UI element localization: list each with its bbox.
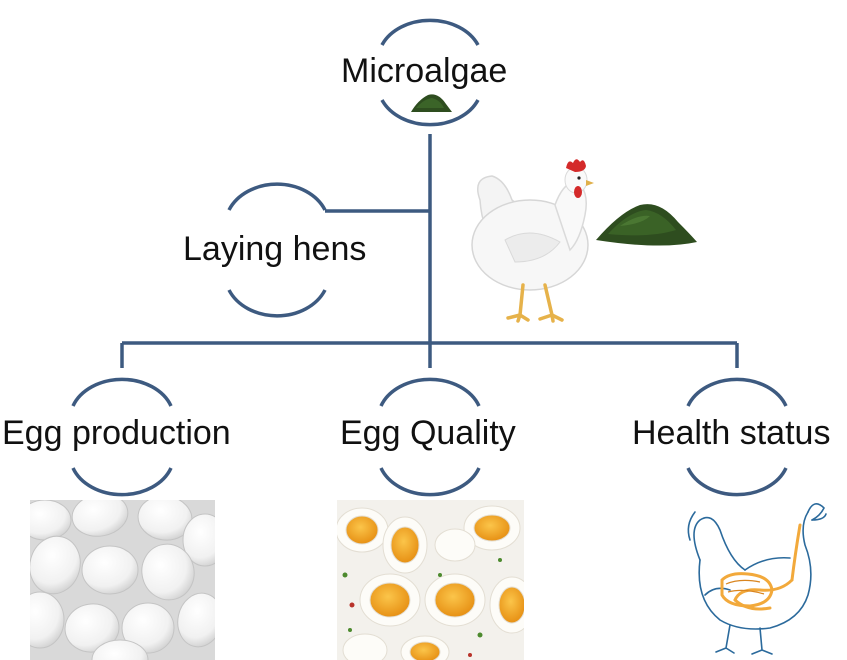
egg-quality-label: Egg Quality — [340, 414, 516, 452]
algae-powder-icon — [411, 94, 452, 112]
egg-quality-node-arc-bottom — [379, 467, 481, 497]
hen-digestive-organs — [720, 523, 802, 611]
health-status-label: Health status — [632, 414, 831, 452]
hen-digestive-organs-detail — [725, 579, 765, 595]
egg-quality-node-arc-top — [379, 377, 481, 407]
health-status-node-arc-bottom — [686, 467, 788, 497]
egg-production-node-arc-bottom — [71, 467, 173, 497]
node-arcs — [71, 18, 788, 497]
white-eggs-photo — [30, 500, 215, 660]
laying-hens-node-arc-bottom — [227, 289, 327, 318]
white-hen-icon — [471, 159, 594, 323]
hen-anatomy-drawing — [687, 503, 827, 655]
root-node-label: Microalgae — [341, 52, 508, 90]
health-status-node-arc-top — [686, 377, 788, 407]
laying-hens-label: Laying hens — [183, 230, 367, 268]
connector-lines — [120, 134, 739, 368]
root-node-arc-top — [380, 18, 480, 46]
root-node-arc-bottom — [380, 99, 480, 127]
egg-production-label: Egg production — [2, 414, 231, 452]
boiled-egg-halves-photo — [337, 500, 524, 660]
egg-production-node-arc-top — [71, 377, 173, 407]
laying-hens-node-arc-top — [227, 182, 327, 211]
algae-pile-icon — [596, 204, 697, 246]
